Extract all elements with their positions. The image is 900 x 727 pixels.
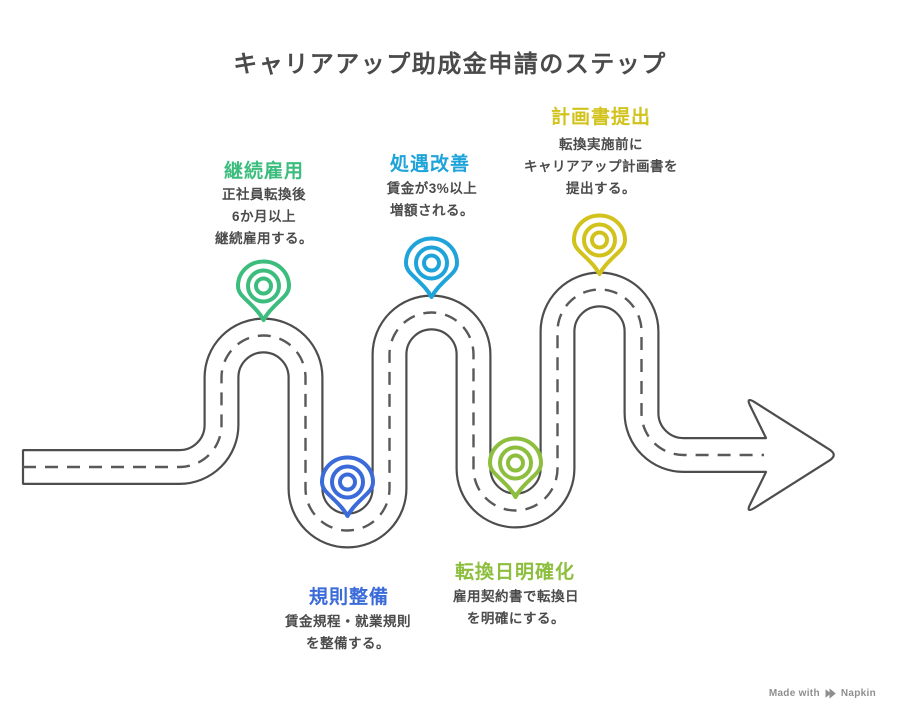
- step-desc-keikaku: 転換実施前に キャリアアップ計画書を 提出する。: [524, 137, 678, 196]
- step-label-tenkan: 転換日明確化: [454, 562, 576, 583]
- map-pin-icon-keikaku: [572, 213, 627, 276]
- step-desc-kisoku: 賃金規程・就業規則 を整備する。: [285, 614, 411, 651]
- step-desc-keizoku: 正社員転換後 6か月以上 継続雇用する。: [215, 187, 313, 246]
- road-path: [21, 271, 766, 549]
- step-desc-tenkan: 雇用契約書で転換日 を明確にする。: [453, 589, 579, 626]
- made-with-text: Made with: [768, 688, 820, 699]
- napkin-logo-icon: [825, 688, 836, 699]
- made-with-napkin-badge: Made with Napkin: [769, 688, 876, 699]
- napkin-brand-text: Napkin: [840, 688, 876, 699]
- arrow-head: [747, 398, 835, 512]
- diagram-title: キャリアアップ助成金申請のステップ: [233, 51, 667, 78]
- map-pin-icon-keizoku: [236, 259, 291, 322]
- step-label-shogu: 処遇改善: [389, 154, 471, 175]
- step-label-kisoku: 規則整備: [308, 587, 390, 608]
- step-label-keizoku: 継続雇用: [223, 161, 305, 182]
- map-pin-icon-shogu: [404, 236, 459, 299]
- step-desc-shogu: 賃金が3%以上 増額される。: [386, 181, 478, 218]
- road-center-dash: [23, 288, 764, 532]
- step-label-keikaku: 計画書提出: [550, 107, 652, 128]
